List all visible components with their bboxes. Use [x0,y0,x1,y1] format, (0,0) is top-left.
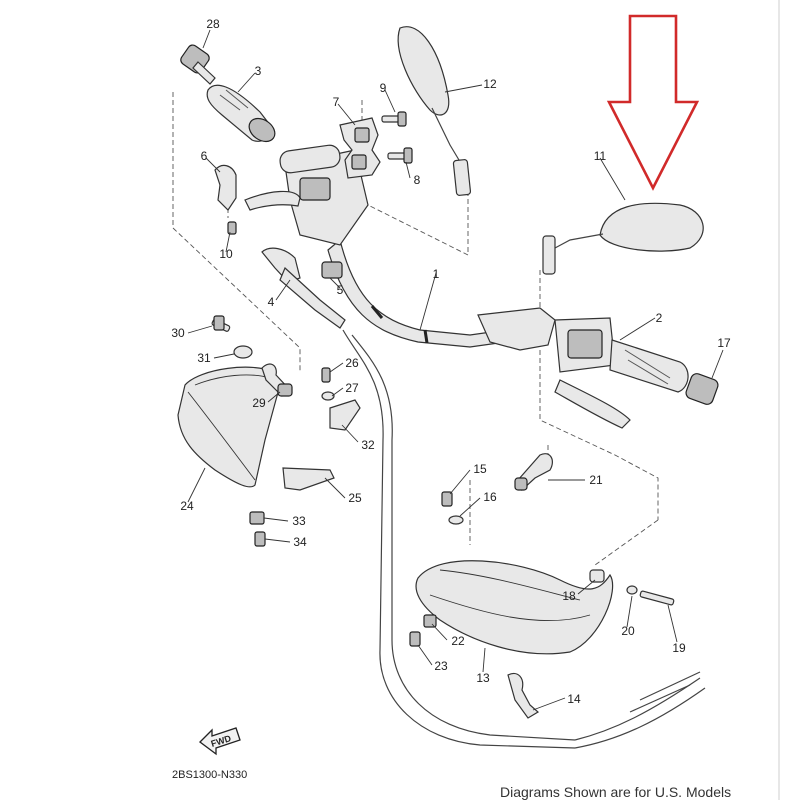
right-switch-throttle [477,307,689,429]
callout-31: 31 [197,351,211,365]
callout-25: 25 [348,491,362,505]
callout-28: 28 [206,17,220,31]
throttle-cable-joint [261,247,346,329]
callout-16: 16 [483,490,497,504]
callout-7: 7 [333,95,340,109]
callout-2: 2 [656,311,663,325]
bolt-19 [639,590,675,606]
callout-27: 27 [345,381,359,395]
callout-22: 22 [451,634,465,648]
bolt-8 [387,147,413,164]
diagram-code: 2BS1300-N330 [172,769,247,781]
bolt-15 [441,491,453,507]
callout-29: 29 [252,396,266,410]
callout-8: 8 [414,173,421,187]
callout-23: 23 [434,659,448,673]
callout-9: 9 [380,81,387,95]
footer-note: Diagrams Shown are for U.S. Models [500,784,731,800]
callout-14: 14 [567,692,581,706]
callout-13: 13 [476,671,490,685]
bar-end-weight-left [180,44,216,85]
callout-12: 12 [483,77,497,91]
mirror-right [542,202,704,275]
nut-22 [423,614,437,628]
stay-32 [329,399,361,431]
bolt-26 [321,367,331,383]
hand-guard-right [415,560,614,655]
callout-1: 1 [433,267,440,281]
callout-18: 18 [562,589,576,603]
washer-31 [233,345,253,359]
callout-17: 17 [717,336,731,350]
callout-labels: 28 3 12 9 7 6 8 11 10 5 4 1 2 30 31 17 2… [171,17,731,706]
washer-27 [321,391,335,401]
stay-14 [507,672,540,719]
handlebar-holder-clamp [339,117,381,179]
lever-holder-bracket [214,164,237,235]
bolt-23 [409,631,421,647]
callout-30: 30 [171,326,185,340]
callout-21: 21 [589,473,603,487]
bolt-9 [381,111,407,127]
hand-guard-left [177,366,281,488]
washer-16 [448,515,464,525]
washer-20 [626,585,638,595]
stay-25 [282,467,335,491]
callout-3: 3 [255,64,262,78]
nut-33 [249,511,265,525]
grip-left [206,84,276,143]
bolt-30 [211,315,231,332]
callout-24: 24 [180,499,194,513]
mirror-left [397,26,472,196]
leader-lines [187,29,724,711]
callout-11: 11 [594,149,607,163]
callout-26: 26 [345,356,359,370]
callout-15: 15 [473,462,487,476]
callout-34: 34 [293,535,307,549]
bar-end-weight-right [685,373,719,405]
red-arrow-icon [606,14,700,191]
callout-10: 10 [219,247,233,261]
callout-4: 4 [268,295,275,309]
bracket-21 [514,453,553,492]
bolt-34 [254,531,266,547]
callout-6: 6 [201,149,208,163]
callout-19: 19 [672,641,686,655]
collar-18 [589,569,605,583]
callout-20: 20 [621,624,635,638]
cables [342,329,706,749]
callout-33: 33 [292,514,306,528]
hand-guard-bracket-left [261,363,293,397]
fwd-arrow-icon: FWD [199,727,241,756]
callout-32: 32 [361,438,375,452]
callout-5: 5 [337,283,344,297]
